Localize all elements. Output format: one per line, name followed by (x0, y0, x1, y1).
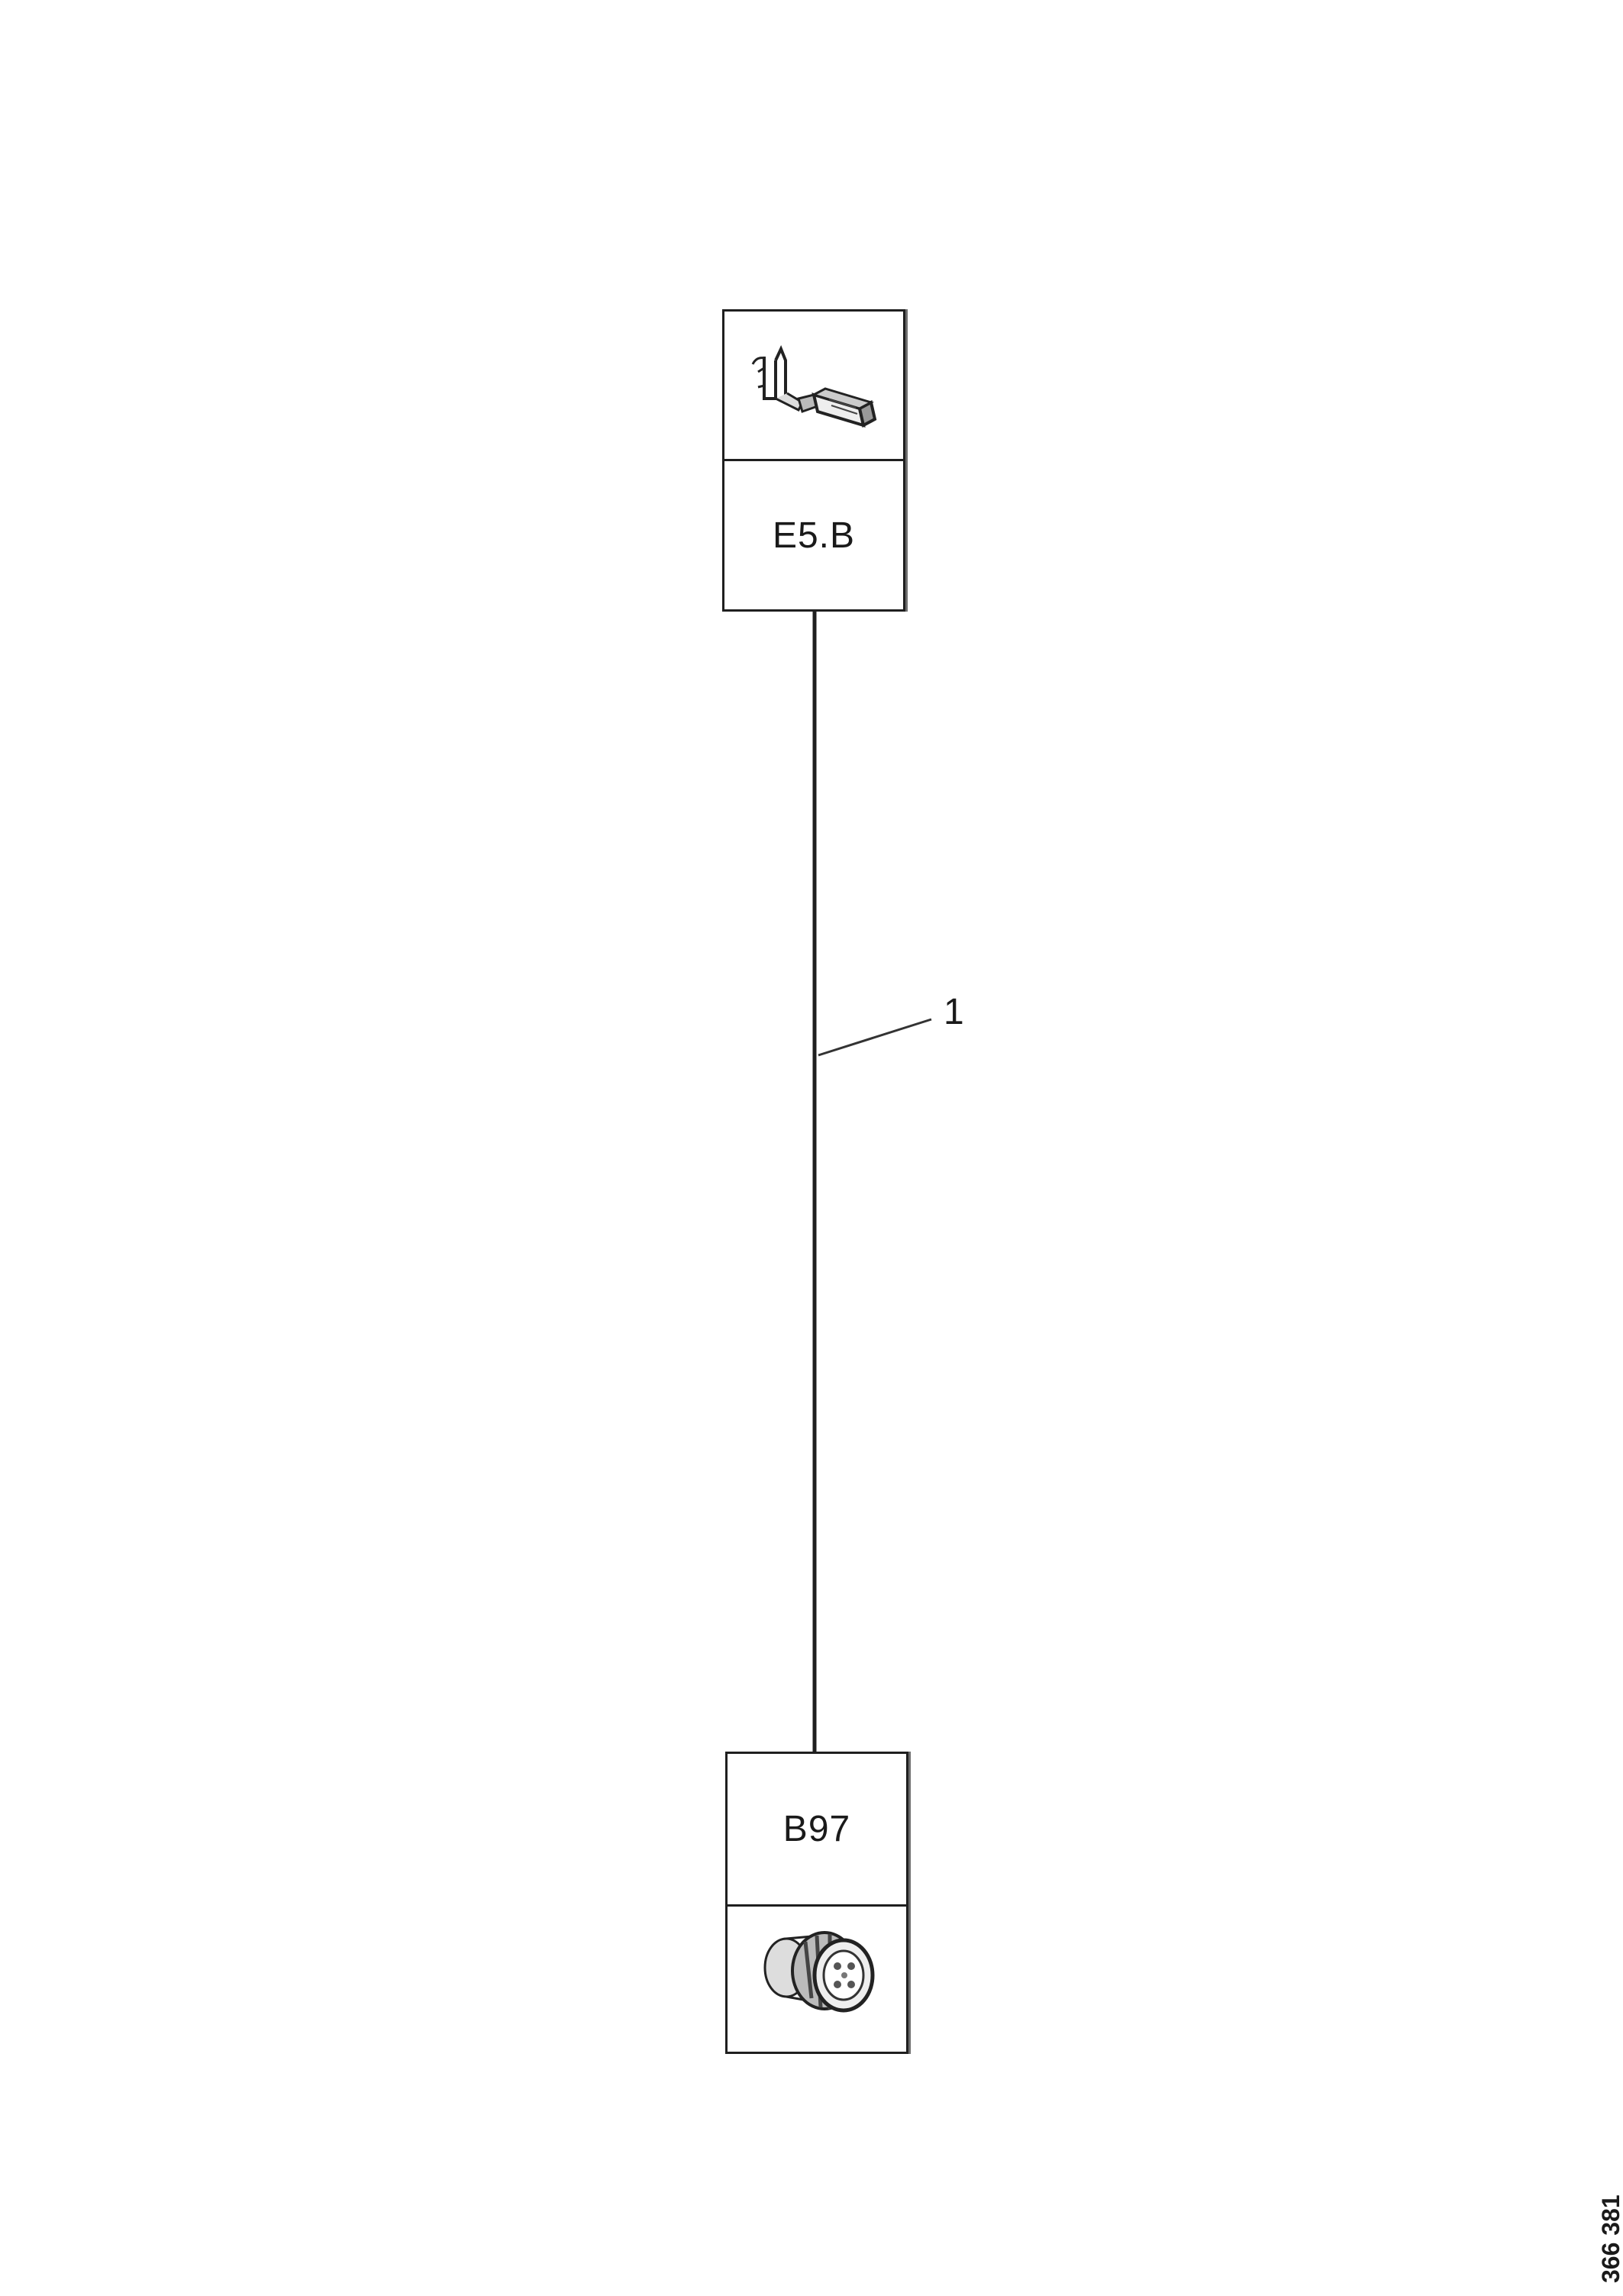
connector-image-cell (728, 1907, 906, 2052)
drawing-reference-id: 366 381 (1597, 2194, 1623, 2283)
connector-box-bottom: B97 (725, 1752, 908, 2054)
callout-leader-line (818, 1018, 932, 1057)
connector-image-cell (724, 312, 903, 461)
wire-callout-number: 1 (944, 992, 964, 1032)
terminal-pin-icon (741, 326, 886, 444)
connector-label-top: E5.B (772, 515, 856, 556)
connector-label-cell: E5.B (724, 461, 903, 609)
connector-label-bottom: B97 (782, 1809, 851, 1849)
connector-label-cell: B97 (728, 1754, 906, 1907)
connector-box-top: E5.B (722, 309, 905, 612)
round-connector-plug-icon (744, 1913, 889, 2046)
